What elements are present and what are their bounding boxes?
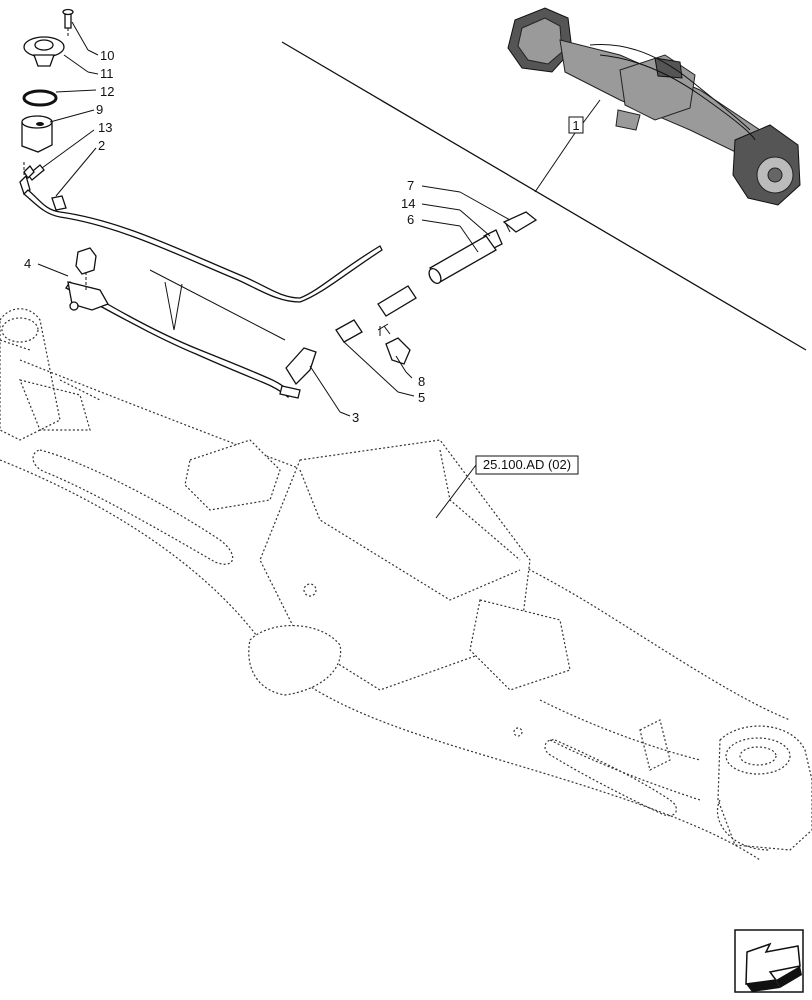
exploded-parts-right <box>335 211 538 365</box>
cable-2 <box>23 189 383 303</box>
callout-12[interactable]: 12 <box>100 84 114 99</box>
callout-8[interactable]: 8 <box>418 374 425 389</box>
axle-housing-ghost <box>0 308 812 861</box>
cross-reference-link[interactable]: 25.100.AD (02) <box>435 455 579 519</box>
callout-5[interactable]: 5 <box>418 390 425 405</box>
group-divider <box>149 269 286 341</box>
bolt-4 <box>75 247 97 290</box>
hose-3 <box>65 281 317 399</box>
callout-7[interactable]: 7 <box>407 178 414 193</box>
callout-14[interactable]: 14 <box>401 196 415 211</box>
group-divider <box>173 283 183 331</box>
axle-assembly-thumbnail-icon <box>507 7 801 206</box>
callout-6[interactable]: 6 <box>407 212 414 227</box>
previous-page-arrow-icon[interactable] <box>734 929 804 993</box>
group-divider <box>164 281 175 331</box>
exploded-parts <box>19 8 74 196</box>
callout-leaders <box>37 21 511 417</box>
callout-13[interactable]: 13 <box>98 120 112 135</box>
callout-11[interactable]: 11 <box>100 66 114 81</box>
callout-9[interactable]: 9 <box>96 102 103 117</box>
assembly-box-label: 1 <box>572 118 579 133</box>
callout-2[interactable]: 2 <box>98 138 105 153</box>
cross-reference-label: 25.100.AD (02) <box>483 457 571 472</box>
callout-10[interactable]: 10 <box>100 48 114 63</box>
callout-3[interactable]: 3 <box>352 410 359 425</box>
callout-4[interactable]: 4 <box>24 256 31 271</box>
separator-line <box>281 41 807 351</box>
assembly-reference-1[interactable]: 1 <box>534 99 601 193</box>
